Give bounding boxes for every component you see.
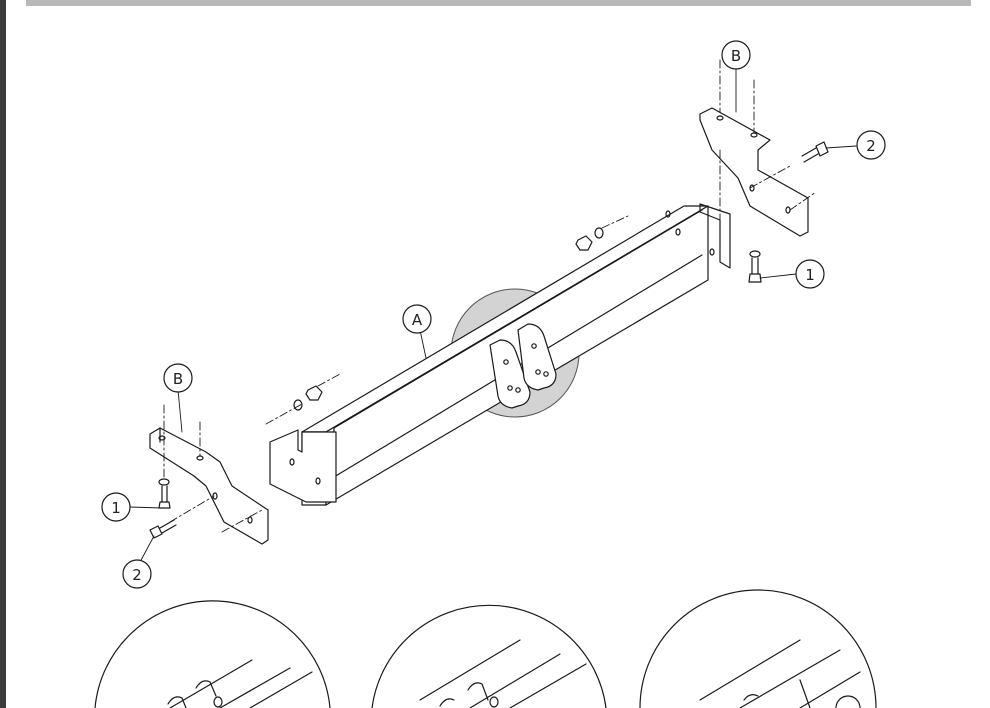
callout-circle-b-right bbox=[721, 40, 751, 70]
callout-label-b-right: B bbox=[731, 47, 741, 65]
center-mounting-tabs bbox=[489, 323, 557, 409]
callout-label-2-left: 2 bbox=[132, 566, 142, 584]
callout-label-1-left: 1 bbox=[111, 499, 121, 517]
alignment-lines bbox=[163, 59, 817, 533]
callout-leaders bbox=[129, 65, 857, 563]
bolt-small-right bbox=[748, 250, 762, 283]
callout-label-2-right: 2 bbox=[866, 137, 876, 155]
callout-circle-b-left bbox=[163, 363, 193, 393]
callout-circle-2-right bbox=[856, 130, 886, 160]
callout-label-b-left: B bbox=[173, 370, 183, 388]
detail-view-1 bbox=[94, 600, 331, 708]
callout-circle-a bbox=[402, 304, 432, 334]
callout-circle-2-left bbox=[122, 559, 152, 589]
bolt-small-left bbox=[158, 478, 171, 509]
callout-label-1-right: 1 bbox=[805, 266, 815, 284]
bolt-large-right bbox=[801, 141, 829, 163]
nut-washer-right bbox=[575, 227, 604, 251]
viewer-top-bar bbox=[26, 0, 971, 6]
detail-view-2 bbox=[371, 604, 607, 708]
bracket-right bbox=[699, 107, 809, 237]
callout-circle-1-left bbox=[101, 492, 131, 522]
bolt-large-left bbox=[149, 519, 177, 539]
callout-label-a: A bbox=[412, 311, 423, 329]
bracket-left bbox=[149, 427, 269, 545]
callout-circle-1-right bbox=[795, 259, 825, 289]
viewer-left-edge bbox=[0, 0, 6, 708]
detail-view-3 bbox=[639, 589, 877, 708]
nut-washer-left bbox=[293, 385, 323, 411]
